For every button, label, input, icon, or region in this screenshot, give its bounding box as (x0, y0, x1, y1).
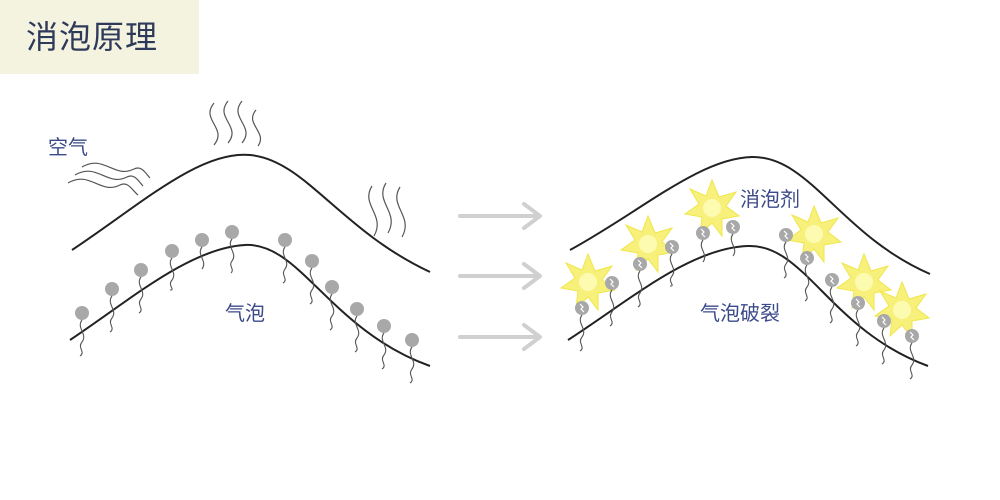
title-banner: 消泡原理 (0, 0, 199, 74)
bubble-burst-label: 气泡破裂 (700, 301, 780, 325)
inner-film-curve-right (567, 244, 929, 367)
outer-film-curve (71, 153, 431, 273)
page-title: 消泡原理 (26, 18, 159, 56)
right-arrow-icon (458, 202, 542, 351)
air-label: 空气 (48, 135, 88, 159)
air-wave-icon (368, 182, 406, 238)
outer-film-curve-right (569, 155, 931, 275)
crack-marks (579, 222, 915, 341)
defoamer-label: 消泡剂 (740, 187, 800, 211)
left-panel: 空气 气泡 (48, 100, 431, 384)
air-wave-icon (209, 100, 261, 147)
surfactant-tails (79, 238, 415, 384)
bubble-label: 气泡 (225, 301, 265, 325)
right-panel: 消泡剂 气泡破裂 (560, 155, 931, 380)
surfactant-molecules (75, 225, 419, 347)
air-wave-icon (67, 162, 151, 196)
surfactant-tails-right (579, 233, 915, 380)
